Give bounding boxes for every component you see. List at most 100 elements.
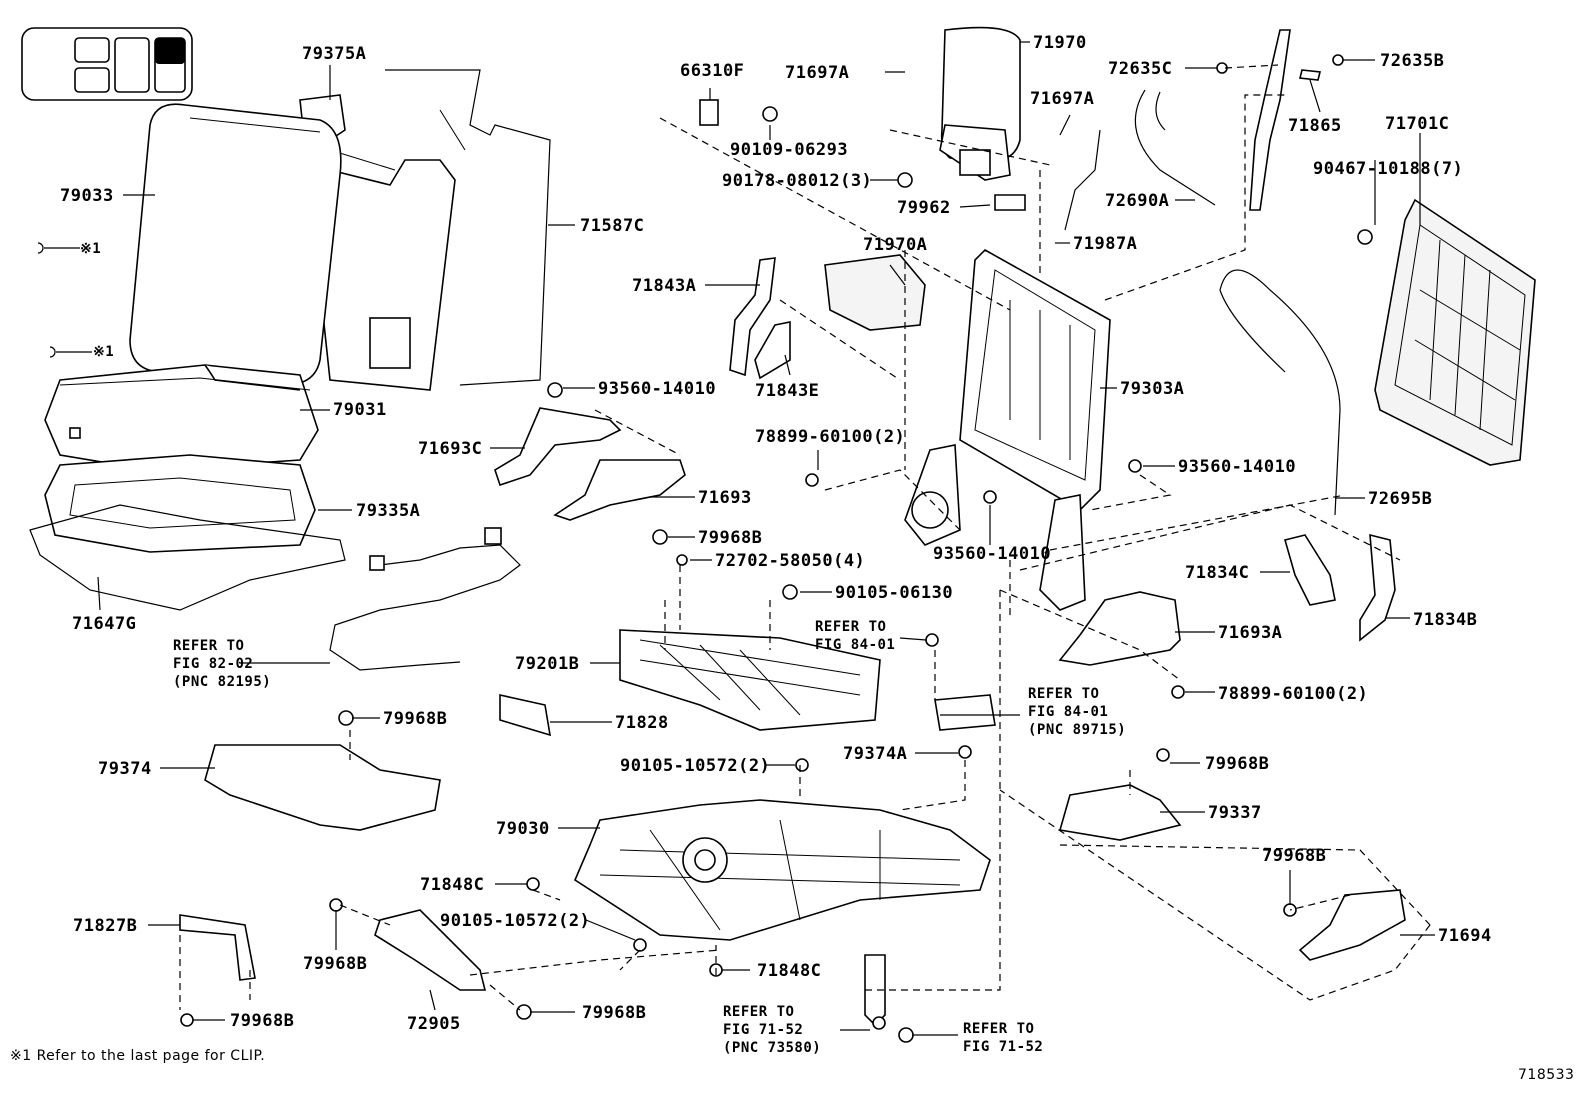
refer-fig-84-01-a: REFER TO FIG 84-01 [815,618,895,654]
headrest [939,26,1021,181]
label-clip-2: ※1 [93,344,115,360]
label-71987A: 71987A [1073,234,1138,254]
label-72635C: 72635C [1108,59,1173,79]
refer-line: (PNC 73580) [723,1040,822,1056]
cushion-sheet [29,504,346,611]
seat-cushion-cover [44,364,319,471]
label-93560-14010-a: 93560-14010 [598,379,717,399]
seat-cushion-pad [44,454,316,553]
label-72695B: 72695B [1368,489,1433,509]
label-71828: 71828 [615,713,669,733]
label-79374A: 79374A [843,744,908,764]
label-71970: 71970 [1033,33,1087,53]
release-cable-a [1134,89,1216,206]
cover-71694 [1298,889,1406,961]
seatback-board [385,69,551,386]
seat-position-icon [21,27,193,101]
label-71848C-2: 71848C [757,961,822,981]
label-79337: 79337 [1208,803,1262,823]
refer-line: FIG 71-52 [963,1039,1044,1055]
label-71827B: 71827B [73,916,138,936]
leader-lines [44,41,1435,1036]
refer-line: REFER TO [963,1021,1035,1037]
label-78899-60100-b: 78899-60100(2) [1218,684,1369,704]
seatback-frame [904,249,1111,611]
refer-line: REFER TO [173,638,245,654]
seatback-pad [299,94,456,391]
label-78899-60100-a: 78899-60100(2) [755,427,906,447]
side-cover-71693a [1058,591,1181,666]
label-71970A: 71970A [863,235,928,255]
refer-line: FIG 84-01 [815,637,896,653]
label-72905: 72905 [407,1014,461,1034]
recliner-cover-a [729,257,776,377]
refer-line: REFER TO [1028,686,1100,702]
side-cover-inner [494,407,622,487]
control-module [934,694,996,731]
label-90105-06130: 90105-06130 [835,583,954,603]
label-71865: 71865 [1288,116,1342,136]
refer-line: FIG 82-02 [173,656,254,672]
seatback-rear-board [1374,198,1536,466]
label-72635B: 72635B [1380,51,1445,71]
assembly-guides [179,64,1431,1011]
label-71701C: 71701C [1385,114,1450,134]
label-71697A-2: 71697A [1030,89,1095,109]
label-71697A-1: 71697A [785,63,850,83]
bracket-72905 [374,909,487,991]
label-79968B-3: 79968B [1205,754,1270,774]
recliner-cover-e [754,321,791,380]
label-79030: 79030 [496,819,550,839]
label-71693C: 71693C [418,439,483,459]
label-clip-1: ※1 [80,241,102,257]
refer-line: (PNC 82195) [173,674,272,690]
label-79968B-1: 79968B [698,528,763,548]
headrest-support [824,254,926,331]
label-71587C: 71587C [580,216,645,236]
label-71693A: 71693A [1218,623,1283,643]
refer-fig-71-52-b: REFER TO FIG 71-52 [963,1020,1043,1056]
label-79968B-2: 79968B [383,709,448,729]
label-90467-10188: 90467-10188(7) [1313,159,1464,179]
refer-fig-71-52-a: REFER TO FIG 71-52 (PNC 73580) [723,1003,821,1057]
clip-symbols [37,242,56,358]
label-79335A: 79335A [356,501,421,521]
label-72702-58050: 72702-58050(4) [715,551,866,571]
release-rod [1064,129,1101,231]
release-strap [1249,29,1291,211]
seatback-cover [129,103,342,386]
cover-71827b [179,914,256,981]
label-90178-08012: 90178-08012(3) [722,171,873,191]
side-cover [553,459,686,521]
label-79962: 79962 [897,198,951,218]
label-90105-10572-b: 90105-10572(2) [440,911,591,931]
illustration-id: 718533 [1518,1067,1575,1083]
fasteners [180,54,1373,1043]
label-79968B-6: 79968B [582,1003,647,1023]
label-79303A: 79303A [1120,379,1185,399]
label-79375A: 79375A [302,44,367,64]
footnote: ※1 Refer to the last page for CLIP. [10,1048,266,1064]
label-79033: 79033 [60,186,114,206]
seat-track-frame [619,629,881,731]
cover-71834c [1284,534,1336,606]
label-71694: 71694 [1438,926,1492,946]
label-71848C-1: 71848C [420,875,485,895]
refer-line: FIG 84-01 [1028,704,1109,720]
refer-fig-84-01-b: REFER TO FIG 84-01 (PNC 89715) [1028,685,1126,739]
refer-line: (PNC 89715) [1028,722,1127,738]
label-72690A: 72690A [1105,191,1170,211]
refer-line: FIG 71-52 [723,1022,804,1038]
label-71693: 71693 [698,488,752,508]
label-79374: 79374 [98,759,152,779]
cover-71834b [1359,533,1396,642]
seat-frame-assembly [573,799,991,941]
label-90109-06293: 90109-06293 [730,140,849,160]
label-79031: 79031 [333,400,387,420]
label-79968B-5: 79968B [303,954,368,974]
label-71843E: 71843E [755,381,820,401]
label-93560-14010-c: 93560-14010 [933,544,1052,564]
release-cable-b [1219,269,1341,516]
label-90105-10572-a: 90105-10572(2) [620,756,771,776]
